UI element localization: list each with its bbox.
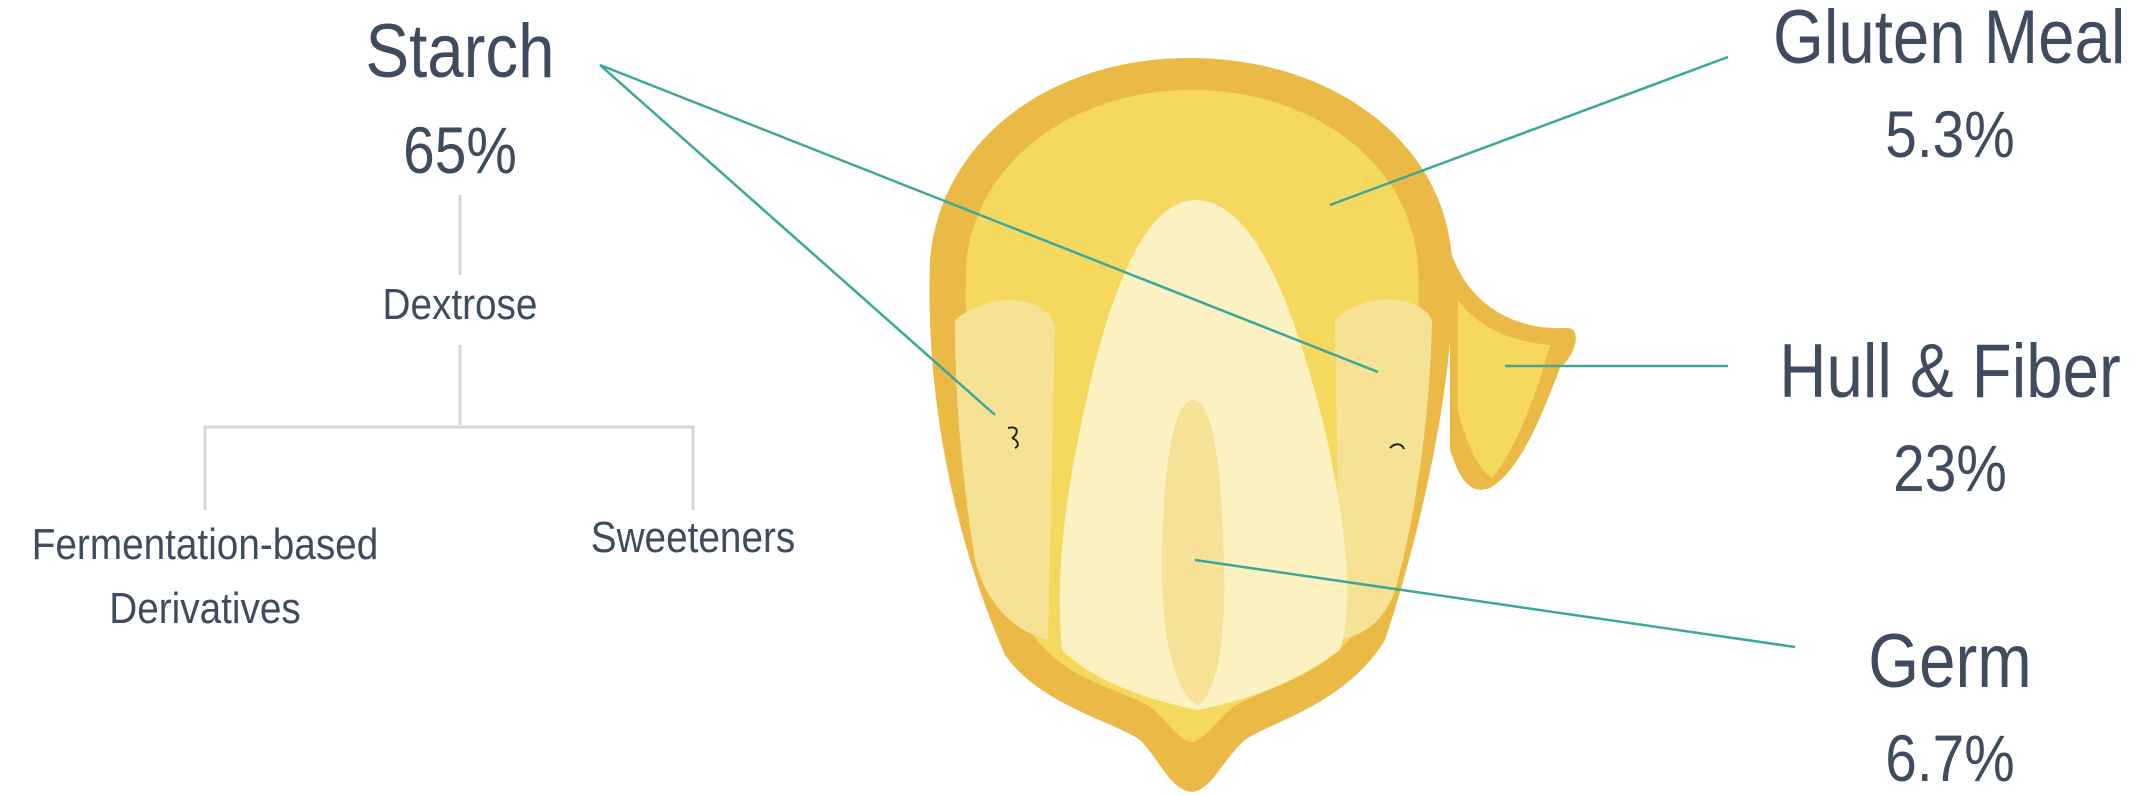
tree-node-dextrose: Dextrose — [346, 280, 575, 330]
hull-fiber-label: Hull & Fiber — [1778, 328, 2122, 415]
germ-percentage: 6.7% — [1821, 720, 2079, 796]
corn-kernel-icon — [929, 58, 1575, 792]
germ-label: Germ — [1821, 618, 2079, 705]
starch-label: Starch — [322, 8, 597, 95]
tree-node-fermentation-derivatives: Fermentation-based Derivatives — [29, 513, 381, 641]
starch-tree-lines — [205, 195, 693, 510]
starch-pad-left — [955, 300, 1055, 640]
gluten-meal-label: Gluten Meal — [1773, 0, 2117, 81]
gluten-meal-percentage: 5.3% — [1821, 96, 2079, 172]
tree-line-children — [205, 427, 693, 510]
starch-pad-right — [1335, 299, 1432, 640]
hull-fiber-percentage: 23% — [1821, 430, 2079, 506]
tree-node-sweeteners: Sweeteners — [565, 513, 820, 563]
starch-percentage: 65% — [340, 112, 581, 188]
